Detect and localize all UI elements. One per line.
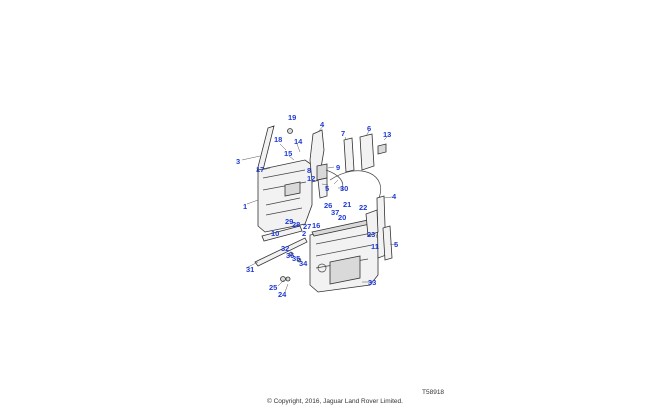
clip-part xyxy=(287,128,293,134)
callout: 37 xyxy=(331,208,339,217)
screw-part xyxy=(285,276,291,282)
copyright-notice: © Copyright, 2016, Jaguar Land Rover Lim… xyxy=(267,398,403,405)
callout: 24 xyxy=(278,290,287,299)
callout: 13 xyxy=(383,130,391,139)
callout: 28 xyxy=(292,220,300,229)
callout: 9 xyxy=(336,163,340,172)
c-pillar-trim xyxy=(343,137,355,173)
small-trim-piece xyxy=(377,143,387,155)
callout: 34 xyxy=(299,259,308,268)
callout: 22 xyxy=(359,203,367,212)
callout: 5 xyxy=(394,240,398,249)
b-pillar-lower-trim xyxy=(317,177,328,199)
screw-part xyxy=(288,251,294,257)
callout: 23 xyxy=(367,230,375,239)
callout: 26 xyxy=(324,201,332,210)
callout: 20 xyxy=(338,213,346,222)
callout: 35 xyxy=(292,254,300,263)
callout: 21 xyxy=(343,200,351,209)
callout: 31 xyxy=(246,265,254,274)
callout: 19 xyxy=(288,113,296,122)
callout: 6 xyxy=(367,124,371,133)
callout: 3 xyxy=(236,157,240,166)
callout: 1 xyxy=(243,202,247,211)
callout: 14 xyxy=(294,137,303,146)
lower-trim-strip xyxy=(254,237,308,267)
latch-trim xyxy=(365,209,379,237)
callout: 4 xyxy=(392,192,397,201)
callout: 10 xyxy=(271,229,279,238)
screw-part xyxy=(280,276,286,282)
drawing-number: T58918 xyxy=(422,389,445,396)
callout: 4 xyxy=(320,120,325,129)
speaker-pocket xyxy=(329,255,361,285)
callout: 25 xyxy=(269,283,277,292)
callout: 15 xyxy=(284,149,292,158)
callout: 33 xyxy=(368,278,376,287)
callout: 8 xyxy=(307,166,311,175)
screw-part xyxy=(296,257,302,263)
callout: 11 xyxy=(371,242,379,251)
callout: 27 xyxy=(303,222,311,231)
callout: 7 xyxy=(341,129,345,138)
door-pocket-trim xyxy=(261,225,303,242)
callout: 5 xyxy=(325,184,329,193)
callout: 17 xyxy=(256,165,264,174)
rear-b-trim xyxy=(382,225,393,261)
callout: 29 xyxy=(285,217,293,226)
callout: 36 xyxy=(286,251,294,260)
callout: 2 xyxy=(302,229,306,238)
callout: 30 xyxy=(340,184,348,193)
callout: 18 xyxy=(274,135,282,144)
callout: 32 xyxy=(281,244,289,253)
quarter-trim-panel xyxy=(359,133,375,171)
callout: 12 xyxy=(307,174,315,183)
callout: 16 xyxy=(312,221,320,230)
